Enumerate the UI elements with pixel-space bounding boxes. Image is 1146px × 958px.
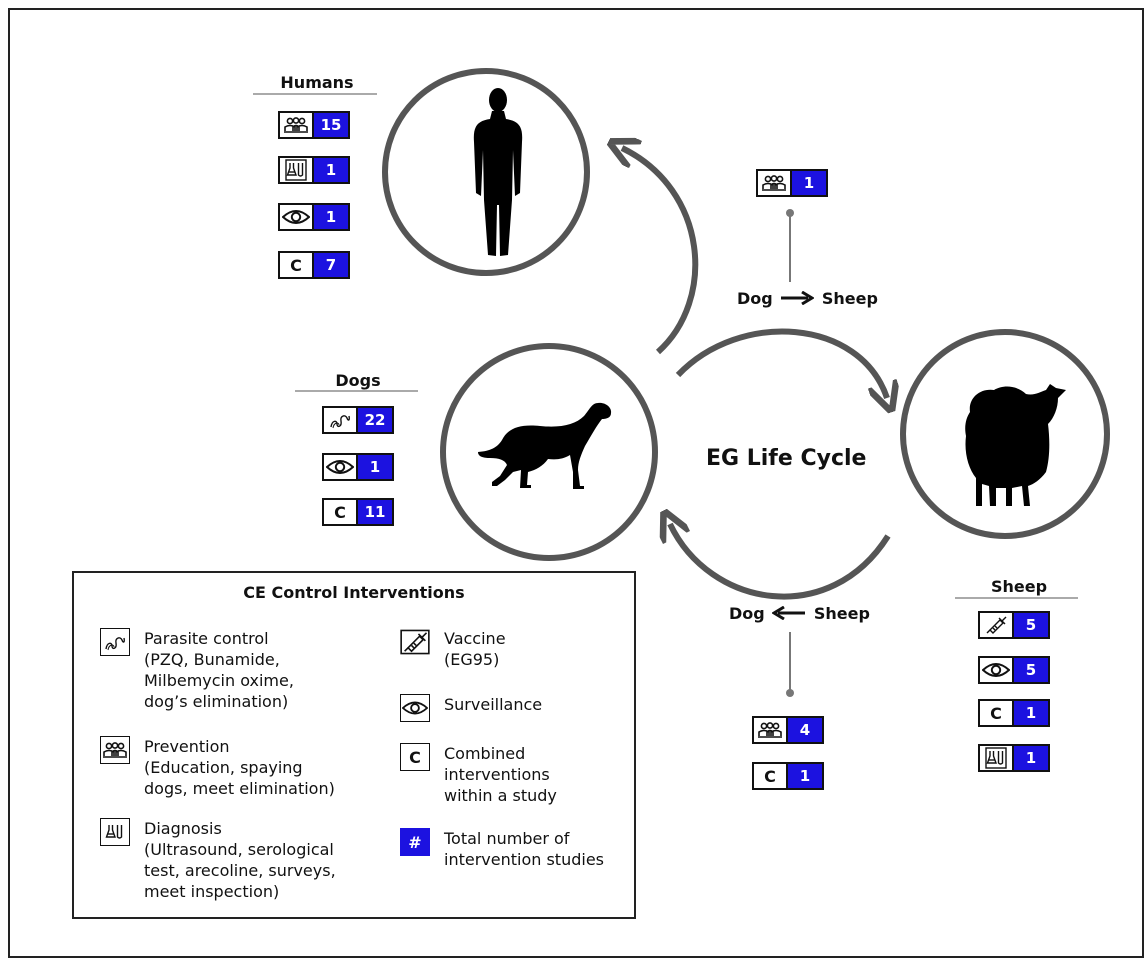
count-value: 11 (358, 500, 392, 524)
legend-item-total: # Total number of intervention studies (400, 828, 630, 870)
legend-title: CE Control Interventions (243, 583, 465, 602)
legend-description: (EG95) (444, 650, 500, 669)
flow-to: Sheep (813, 604, 870, 623)
letter-c-icon: C (280, 253, 314, 277)
syringe-icon (980, 613, 1014, 637)
count-value: 4 (788, 718, 822, 742)
dog-silhouette (478, 402, 612, 489)
eye-icon (280, 205, 314, 229)
flow-to: Sheep (821, 289, 878, 308)
center-label: EG Life Cycle (706, 446, 867, 471)
count-value: 22 (358, 408, 392, 432)
syringe-icon (400, 628, 430, 656)
eye-icon (980, 658, 1014, 682)
humans-diagnosis-badge: 1 (278, 156, 350, 184)
test-tubes-icon (100, 818, 130, 846)
legend-label: Parasite control (144, 629, 269, 648)
humans-combined-badge: C 7 (278, 251, 350, 279)
legend-item-vaccine: Vaccine (EG95) (400, 628, 600, 670)
flow-label-sheep-to-dog: Dog Sheep (729, 604, 870, 624)
count-value: 7 (314, 253, 348, 277)
legend-label: Total number of intervention studies (444, 829, 604, 869)
arrow-dogs-to-humans (622, 148, 699, 355)
flow-label-dog-to-sheep: Dog Sheep (737, 289, 878, 309)
letter-c-icon: C (754, 764, 788, 788)
sheep-silhouette (965, 384, 1066, 506)
arrow-left-icon (771, 605, 806, 624)
legend-item-surveillance: Surveillance (400, 694, 600, 722)
legend-label: Surveillance (444, 695, 543, 714)
flow-from: Dog (729, 604, 765, 623)
connector-dot (786, 689, 794, 697)
flow-from: Dog (737, 289, 773, 308)
humans-prevention-badge: 15 (278, 111, 350, 139)
count-value: 15 (314, 113, 348, 137)
people-icon (100, 736, 130, 764)
legend-item-parasite: Parasite control (PZQ, Bunamide, Milbemy… (100, 628, 330, 712)
people-icon (758, 171, 792, 195)
legend-description: (Education, spaying dogs, meet eliminati… (144, 758, 335, 798)
count-value: 1 (788, 764, 822, 788)
arrow-dogs-to-sheep (675, 328, 887, 398)
count-value: 5 (1014, 613, 1048, 637)
test-tubes-icon (980, 746, 1014, 770)
sheep-diagnosis-badge: 1 (978, 744, 1050, 772)
sheep-to-dog-prevention-badge: 4 (752, 716, 824, 744)
legend-label: Vaccine (444, 629, 506, 648)
count-value: 1 (358, 455, 392, 479)
people-icon (754, 718, 788, 742)
letter-c-icon: C (324, 500, 358, 524)
count-value: 1 (792, 171, 826, 195)
dogs-title-rule (295, 390, 418, 392)
dogs-surveillance-badge: 1 (322, 453, 394, 481)
worm-icon (324, 408, 358, 432)
arrow-right-icon (780, 290, 816, 309)
count-value: 1 (314, 205, 348, 229)
count-value: 5 (1014, 658, 1048, 682)
eye-icon (324, 455, 358, 479)
letter-c-icon: C (400, 743, 430, 771)
people-icon (280, 113, 314, 137)
dogs-title: Dogs (335, 371, 381, 390)
dogs-combined-badge: C 11 (322, 498, 394, 526)
legend-description: (PZQ, Bunamide, Milbemycin oxime, dog’s … (144, 650, 294, 711)
arrow-sheep-to-dogs (670, 524, 891, 600)
eye-icon (400, 694, 430, 722)
dogs-parasite-badge: 22 (322, 406, 394, 434)
humans-title-rule (253, 93, 377, 95)
connector-dot (786, 209, 794, 217)
letter-c-icon: C (980, 701, 1014, 725)
legend-item-prevention: Prevention (Education, spaying dogs, mee… (100, 736, 340, 799)
human-silhouette (473, 88, 523, 256)
sheep-surveillance-badge: 5 (978, 656, 1050, 684)
humans-title: Humans (280, 73, 354, 92)
legend-item-diagnosis: Diagnosis (Ultrasound, serological test,… (100, 818, 340, 902)
sheep-vaccine-badge: 5 (978, 611, 1050, 639)
sheep-title-rule (955, 597, 1078, 599)
legend-item-combined: C Combined interventions within a study (400, 743, 590, 806)
hash-icon: # (400, 828, 430, 856)
legend-description: (Ultrasound, serological test, arecoline… (144, 840, 336, 901)
count-value: 1 (1014, 746, 1048, 770)
legend-box: CE Control Interventions Parasite contro… (72, 571, 636, 919)
sheep-to-dog-combined-badge: C 1 (752, 762, 824, 790)
worm-icon (100, 628, 130, 656)
legend-label: Prevention (144, 737, 230, 756)
sheep-title: Sheep (990, 577, 1048, 596)
humans-surveillance-badge: 1 (278, 203, 350, 231)
dog-to-sheep-prevention-badge: 1 (756, 169, 828, 197)
count-value: 1 (1014, 701, 1048, 725)
legend-label: Combined interventions within a study (444, 744, 557, 805)
test-tubes-icon (280, 158, 314, 182)
sheep-combined-badge: C 1 (978, 699, 1050, 727)
legend-label: Diagnosis (144, 819, 222, 838)
count-value: 1 (314, 158, 348, 182)
